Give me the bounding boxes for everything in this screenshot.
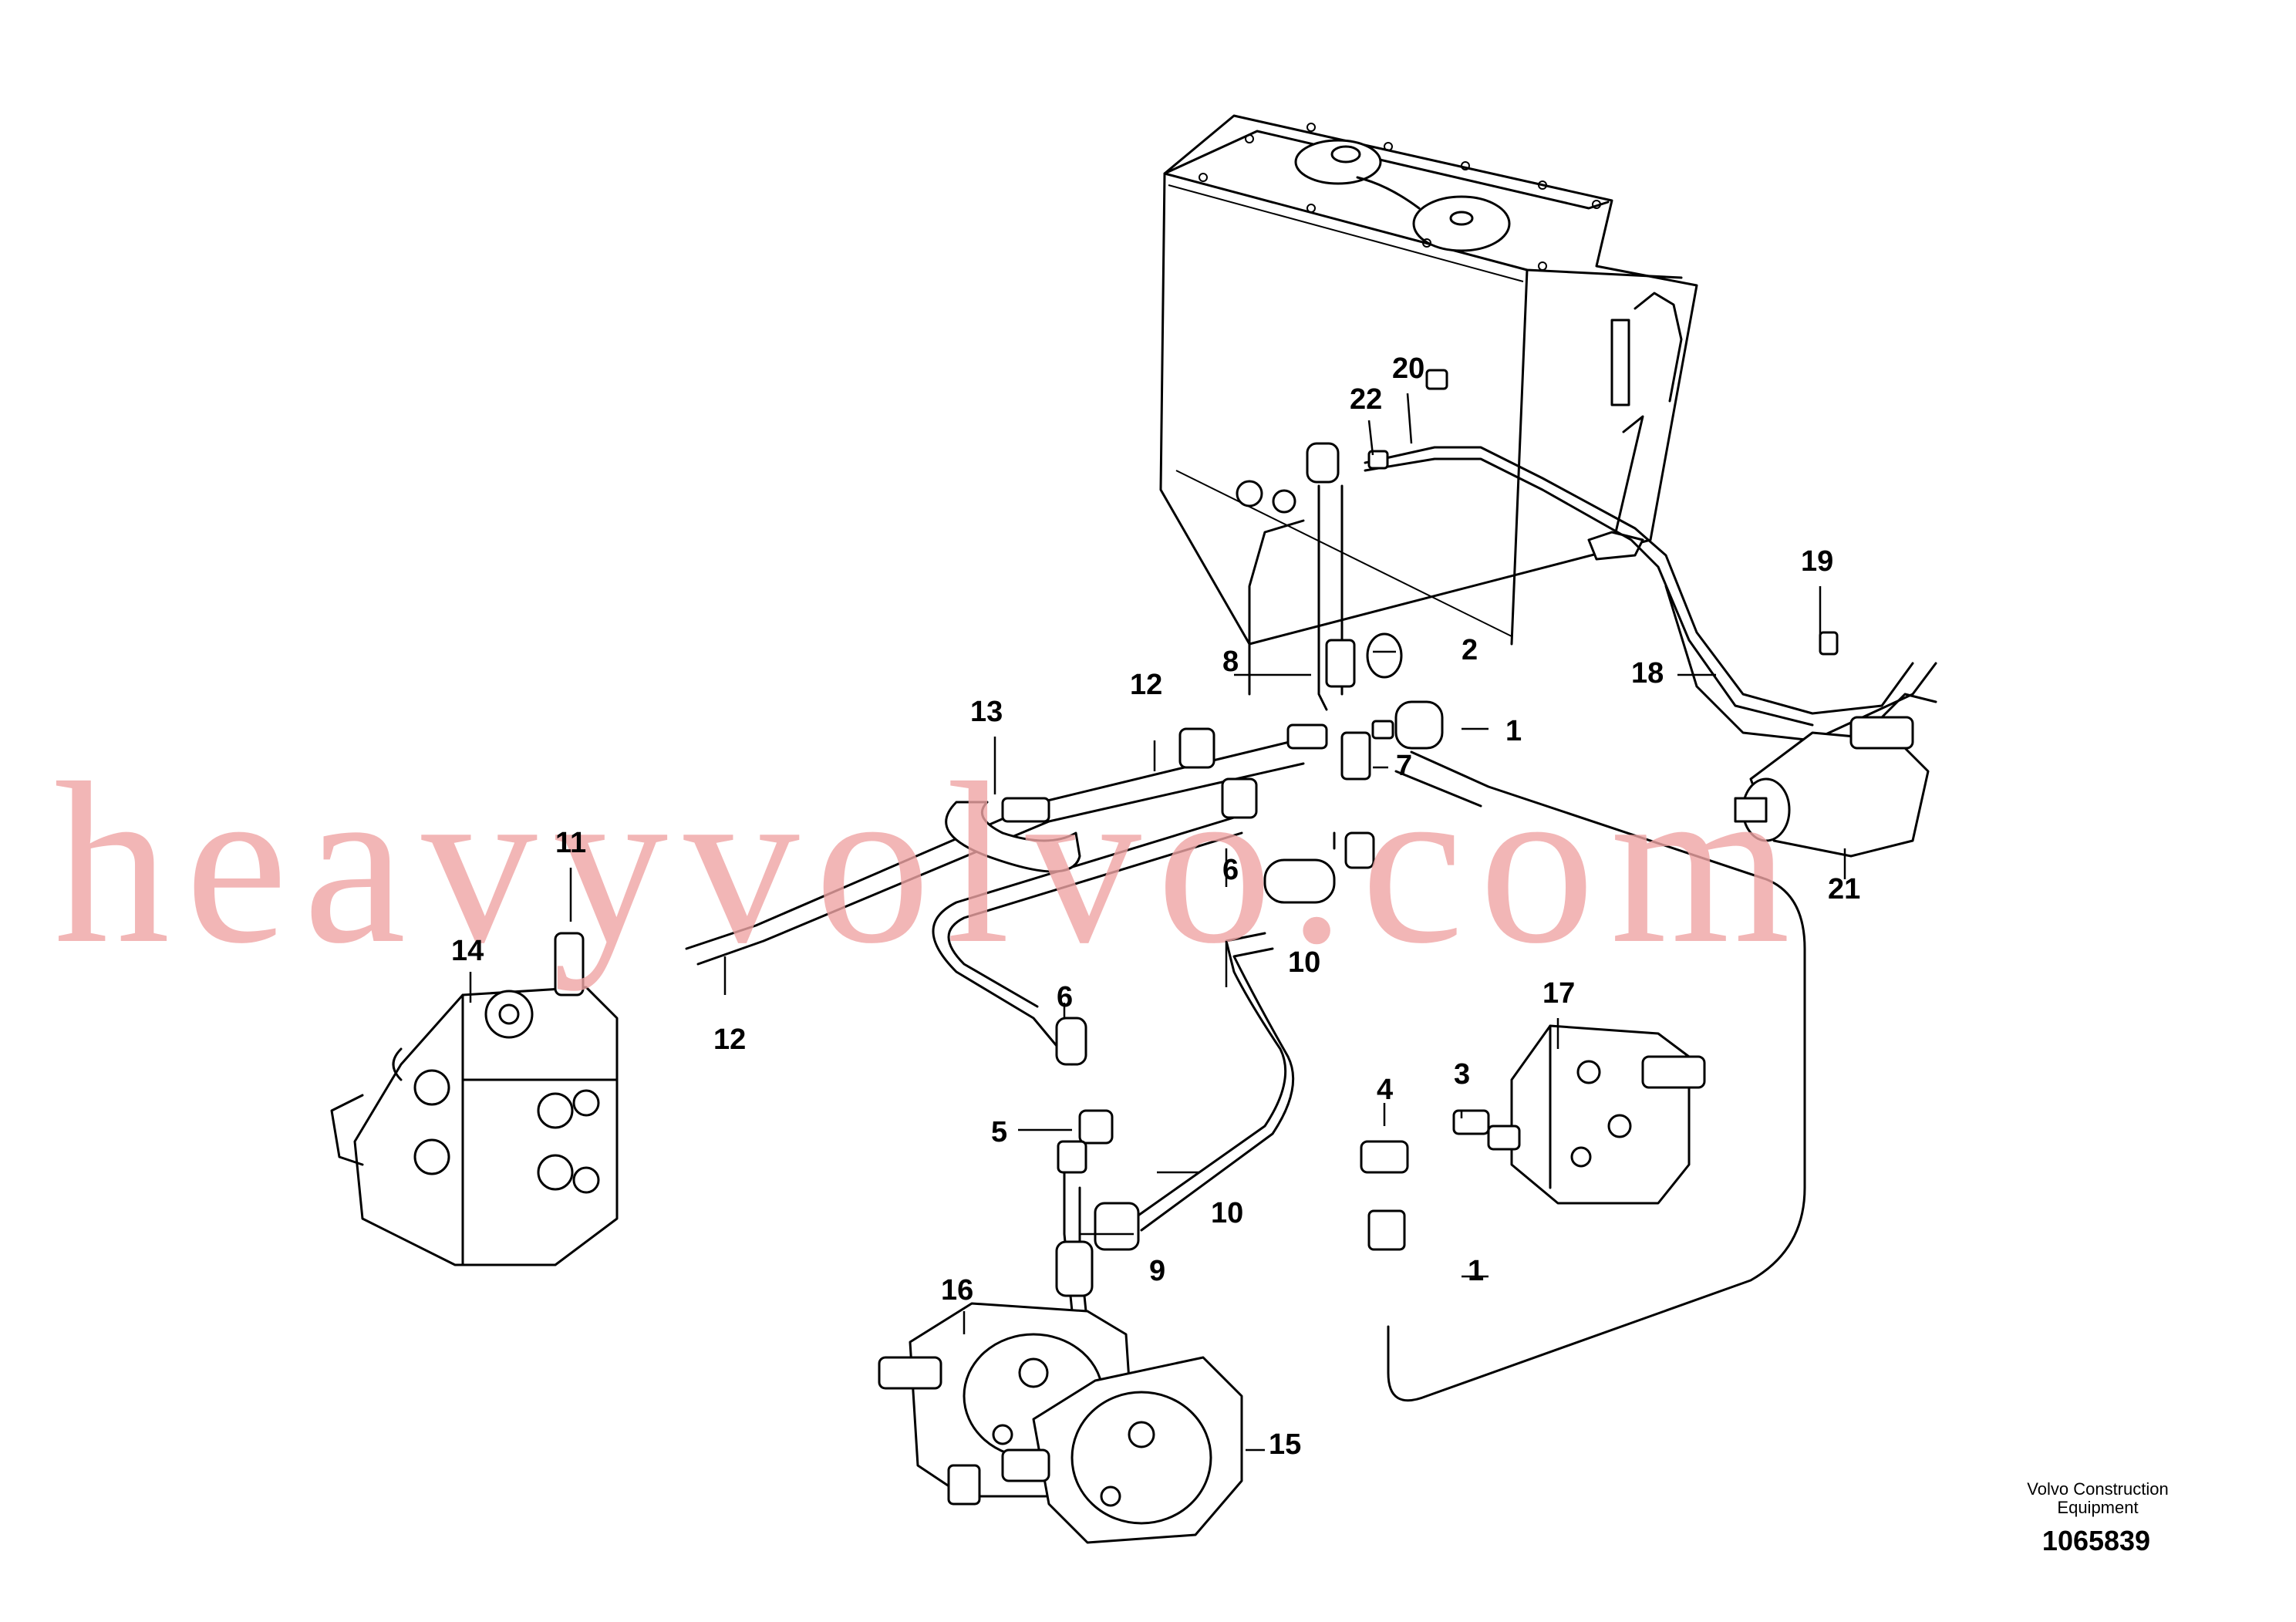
drawing-caption: Volvo Construction Equipment 1065839: [2027, 1479, 2168, 1556]
hose-clamp: [945, 797, 1081, 873]
callout-21: 21: [1828, 873, 1860, 905]
callout-11: 11: [555, 827, 586, 859]
pump-15: [1001, 1356, 1243, 1544]
callout-1-lower: 1: [1468, 1255, 1484, 1287]
leader-lines: [469, 393, 1846, 1452]
callout-20: 20: [1392, 352, 1424, 385]
callout-15: 15: [1269, 1428, 1301, 1461]
pump-21: [1734, 693, 1937, 858]
callout-7: 7: [1396, 750, 1412, 782]
callout-2: 2: [1462, 634, 1478, 666]
company-line-1: Volvo Construction: [2027, 1479, 2168, 1499]
callout-1-upper: 1: [1505, 715, 1522, 747]
callout-16: 16: [941, 1274, 973, 1307]
control-valve-14: [330, 932, 619, 1266]
callout-9: 9: [1149, 1255, 1165, 1287]
valve-block-17: [1487, 1024, 1706, 1205]
callout-5: 5: [991, 1116, 1007, 1148]
callout-22: 22: [1350, 383, 1382, 416]
callout-10-upper: 10: [1288, 946, 1320, 979]
drawing-number: 1065839: [2042, 1525, 2150, 1556]
callout-12-upper: 12: [1130, 669, 1162, 701]
callout-17: 17: [1542, 977, 1575, 1010]
callout-18: 18: [1631, 657, 1664, 690]
callout-6-lower: 6: [1057, 981, 1073, 1013]
callout-4: 4: [1377, 1074, 1393, 1106]
callout-12-lower: 12: [713, 1023, 746, 1056]
callout-19: 19: [1801, 545, 1833, 578]
watermark: heavyvolvo.com: [54, 735, 1805, 992]
hoses: [685, 446, 1937, 1402]
callout-3: 3: [1454, 1058, 1470, 1091]
callout-8: 8: [1222, 646, 1239, 678]
company-line-2: Equipment: [2057, 1498, 2138, 1517]
callout-6-upper: 6: [1222, 854, 1239, 886]
callout-labels: 1 1 2 3 4 5 6 6 7 8 9 10 10 11 12 12 13 …: [451, 352, 1860, 1461]
callout-14: 14: [451, 935, 484, 967]
callout-13: 13: [970, 696, 1003, 728]
callout-10-lower: 10: [1211, 1197, 1243, 1229]
